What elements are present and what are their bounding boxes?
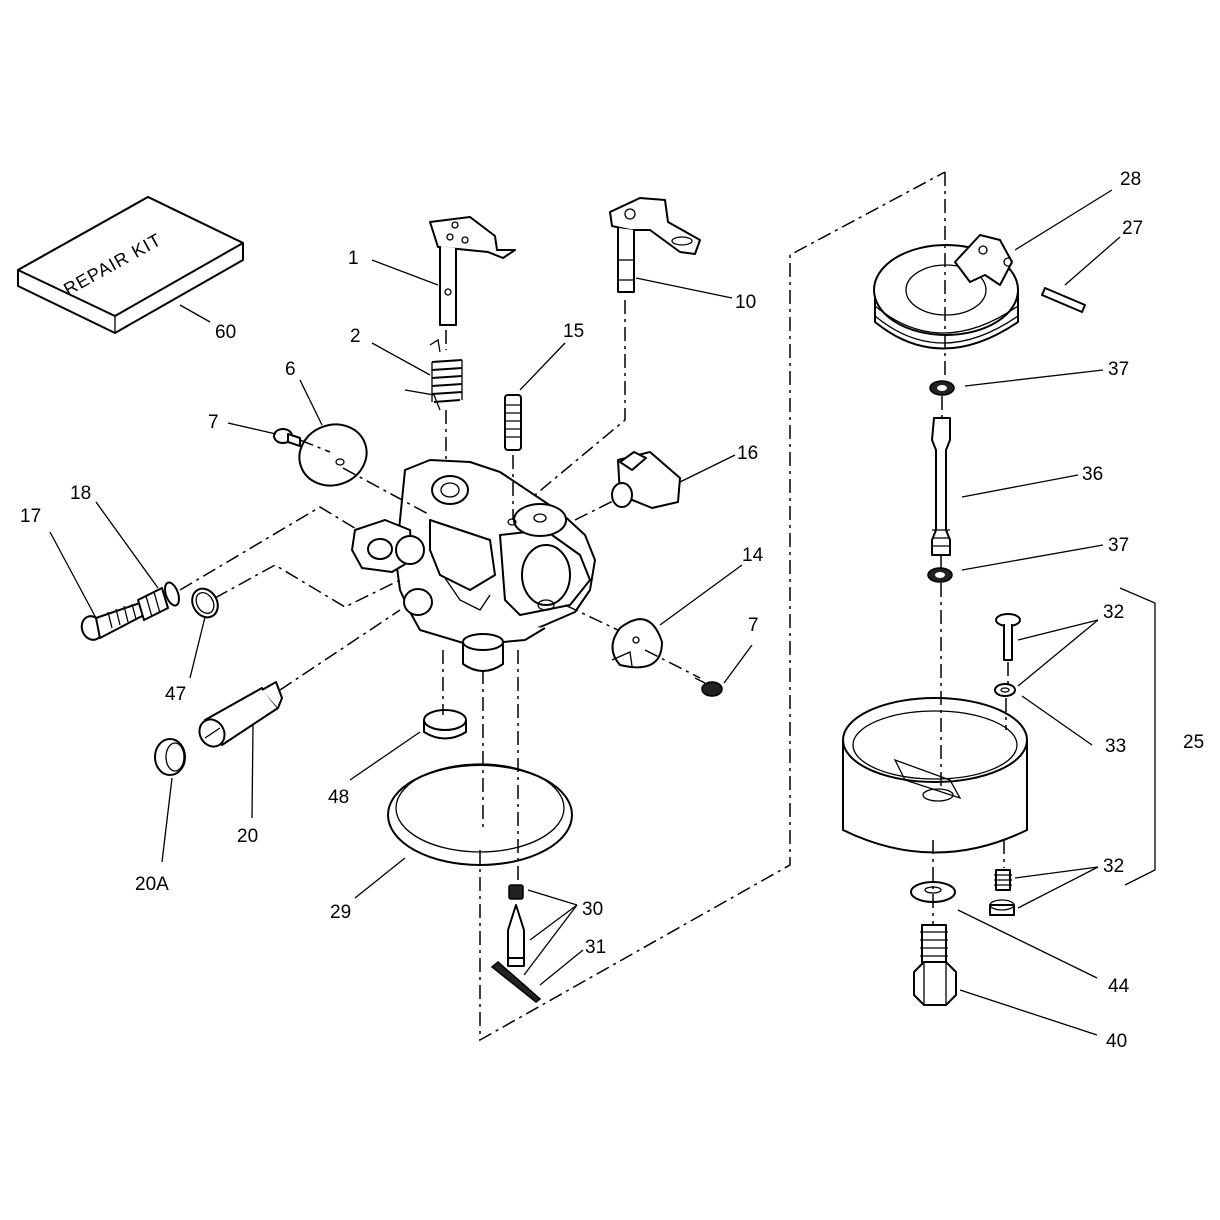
callout-27: 27 xyxy=(1122,218,1143,239)
part-15-screw xyxy=(504,394,522,451)
callout-32-lower: 32 xyxy=(1103,856,1124,877)
part-18-needle-spring xyxy=(137,581,180,621)
callout-7-lower: 7 xyxy=(748,615,759,636)
part-20a-cap xyxy=(154,738,186,776)
callout-44: 44 xyxy=(1108,976,1130,997)
callout-60: 60 xyxy=(215,322,236,343)
part-37-washer-upper xyxy=(929,380,955,396)
callout-40: 40 xyxy=(1106,1031,1127,1052)
part-32-spring-lower xyxy=(989,869,1015,916)
part-33-washer xyxy=(994,683,1016,697)
part-32-screw-upper xyxy=(995,613,1021,661)
part-47-o-ring xyxy=(191,587,219,619)
callout-37-upper: 37 xyxy=(1108,359,1129,380)
callout-28: 28 xyxy=(1120,169,1141,190)
callout-25: 25 xyxy=(1183,732,1204,753)
part-6-welch-plug xyxy=(298,423,368,487)
callout-20a: 20A xyxy=(135,874,169,895)
part-25-float-bowl xyxy=(842,697,1028,854)
callout-10: 10 xyxy=(735,292,756,313)
part-17-idle-needle xyxy=(80,602,145,641)
part-28-float xyxy=(873,234,1019,350)
part-7-screw-lower xyxy=(694,677,723,697)
part-20-main-jet xyxy=(198,681,283,748)
callout-leaders xyxy=(49,189,1121,1036)
part-27-hinge-pin xyxy=(1041,287,1086,313)
part-29-bowl-gasket xyxy=(387,763,573,866)
part-10-choke-shaft xyxy=(609,197,701,293)
part-30-inlet-needle xyxy=(507,884,525,967)
callout-2: 2 xyxy=(350,326,361,347)
callout-6: 6 xyxy=(285,359,296,380)
callout-30: 30 xyxy=(582,899,603,920)
callout-33: 33 xyxy=(1105,736,1126,757)
part-48-washer xyxy=(423,709,467,740)
callout-37-lower: 37 xyxy=(1108,535,1129,556)
part-37-washer-lower xyxy=(927,567,953,583)
part-1-throttle-shaft xyxy=(429,216,516,326)
callout-14: 14 xyxy=(742,545,764,566)
callout-15: 15 xyxy=(563,321,584,342)
callout-17: 17 xyxy=(20,506,41,527)
assembly-centerlines xyxy=(179,171,1009,1042)
callout-29: 29 xyxy=(330,902,351,923)
callout-16: 16 xyxy=(737,443,758,464)
callout-20: 20 xyxy=(237,826,258,847)
repair-kit-box: REPAIR KIT xyxy=(17,196,244,334)
part-2-throttle-spring xyxy=(404,338,463,411)
callout-18: 18 xyxy=(70,483,91,504)
part-16-fuel-fitting xyxy=(611,451,681,509)
callout-7-upper: 7 xyxy=(208,412,219,433)
part-31-float-pin xyxy=(490,961,542,1003)
part-36-shaft xyxy=(931,417,951,556)
part-25-bracket xyxy=(1119,587,1156,886)
part-40-bowl-nut xyxy=(913,924,957,1006)
callout-47: 47 xyxy=(165,684,186,705)
callout-32-upper: 32 xyxy=(1103,602,1124,623)
part-44-gasket xyxy=(910,881,956,903)
carburetor-body xyxy=(351,459,596,672)
part-7-screw-upper xyxy=(273,428,301,447)
callout-36: 36 xyxy=(1082,464,1103,485)
callout-48: 48 xyxy=(328,787,349,808)
part-14-choke-plate xyxy=(611,618,663,669)
callout-31: 31 xyxy=(585,937,606,958)
callout-1: 1 xyxy=(348,248,359,269)
callout-labels: 1 2 6 7 10 15 16 14 7 17 18 47 20 20A 48… xyxy=(20,169,1204,1052)
